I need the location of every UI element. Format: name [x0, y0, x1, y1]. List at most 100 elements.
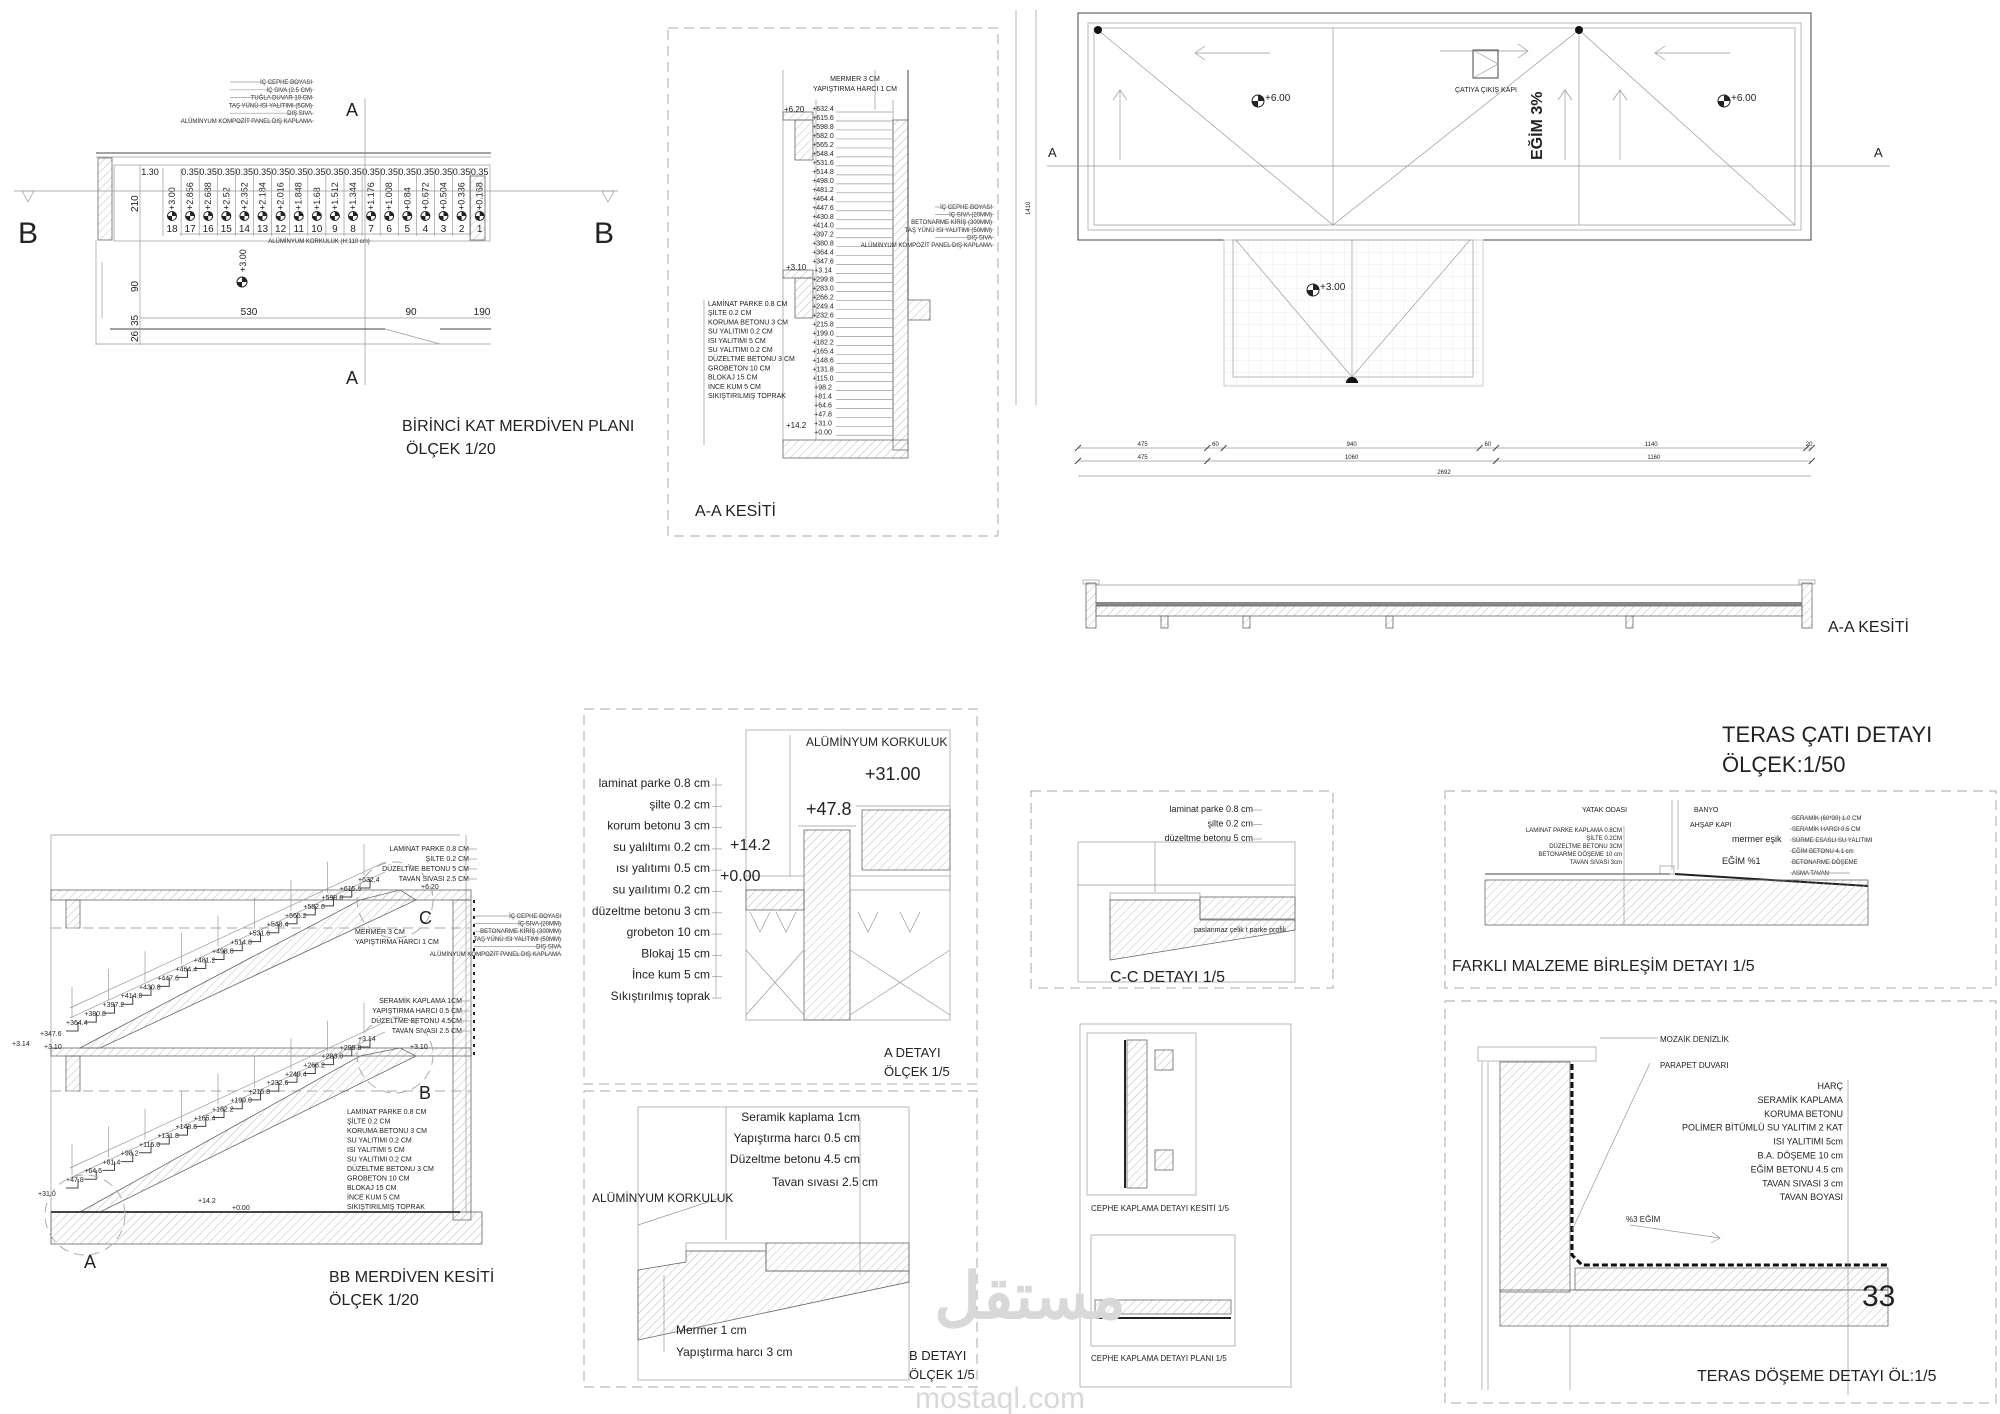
stair-elevation: +582.0	[812, 133, 834, 140]
railing-label: ALÜMİNYUM KORKULUK	[592, 1191, 733, 1205]
step-number: 13	[257, 224, 269, 235]
step-level: +1.848	[294, 182, 304, 210]
dimension-35: 35	[130, 314, 141, 326]
stair-step	[139, 986, 152, 996]
step-number: 9	[332, 224, 338, 235]
wall-layer: İÇ CEPHE BOYASI	[940, 204, 992, 211]
watermark-latin: mostaql.com	[915, 1382, 1085, 1414]
stair-elevation: +430.8	[812, 214, 834, 221]
layer-label: SERAMİK (60*30) 1.0 CM	[1792, 815, 1861, 822]
floor-layer: KORUMA BETONU 3 CM	[708, 319, 788, 326]
upper-slab-hatch	[50, 889, 472, 901]
floor-layer: SU YALITIMI 0.2 CM	[347, 1157, 412, 1164]
profile-label: paslanmaz çelik t parke profili	[1194, 927, 1286, 934]
layer-label: SERAMİK KAPLAMA	[1757, 1095, 1843, 1105]
tread-dimension: 0.35	[236, 167, 254, 177]
step-level: +182.2	[212, 1107, 234, 1114]
step-level: +249.4	[285, 1071, 307, 1078]
section-mark-a-left: A	[1048, 145, 1057, 160]
tread-dimension: 0.35	[398, 167, 416, 177]
stair-hatch	[1109, 899, 1296, 961]
layer-label: BETONARME DÖŞEME	[1792, 859, 1858, 866]
floor-layer: SIKIŞTIRILMIŞ TOPRAK	[708, 393, 786, 400]
coping-label: MOZAİK DENİZLİK	[1660, 1035, 1730, 1044]
floor-layers	[849, 875, 951, 891]
roof-exit-door-icon	[1472, 49, 1499, 79]
tread-dimension: 0.35	[290, 167, 308, 177]
stair-step	[84, 1170, 97, 1180]
wall-hatch	[97, 157, 113, 241]
dimension-value: 1060	[1345, 455, 1359, 461]
stair-step	[248, 1090, 261, 1101]
stair-elevations: +632.4+615.6+598.8+582.0+565.2+548.4+531…	[812, 106, 893, 436]
layer-label: Sıkıştırılmış toprak	[611, 989, 711, 1003]
layer-label: Düzeltme betonu 4.5 cm	[730, 1152, 860, 1166]
stair-step	[193, 1117, 207, 1127]
tread-dimension: 0.35	[453, 167, 471, 177]
wall-layer: DIŞ SIVA	[967, 235, 992, 241]
slab-hatch	[907, 299, 931, 321]
roof-slab-hatch	[1095, 605, 1803, 617]
wall-layer: DIŞ SIVA	[536, 944, 561, 950]
stair-step	[102, 1004, 115, 1014]
layer-label: POLİMER BİTÜMLÜ SU YALITIM 2 KAT	[1682, 1123, 1844, 1133]
step-level: +165.4	[194, 1115, 216, 1122]
stair-step	[120, 995, 134, 1005]
stair-elevation: +632.4	[812, 106, 834, 113]
room-right: BANYO	[1694, 807, 1719, 814]
layer-label: laminat parke 0.8 cm	[599, 776, 710, 790]
detail-callout-circle	[44, 1174, 126, 1256]
stair-elevation: +31.0	[814, 420, 832, 427]
mid-layer: YAPIŞTIRMA HARCI 0.5 CM	[372, 1008, 462, 1015]
dimension-value: 940	[1347, 442, 1358, 448]
railing-label: ALÜMİNYUM KORKULUK (H:110 cm)	[268, 238, 370, 245]
dimension-tick	[1220, 444, 1228, 452]
marker-fill	[439, 211, 448, 221]
slope-arrow-icons	[1112, 43, 1730, 160]
finish-layer: MERMER 3 CM	[355, 929, 405, 936]
layer-label: KORUMA BETONU	[1764, 1109, 1843, 1119]
layer-label: ısı yalıtımı 0.5 cm	[616, 861, 710, 875]
wall-layer: İÇ CEPHE BOYASI	[509, 913, 561, 920]
parapet-hatch	[1085, 582, 1097, 629]
material-detail-title: FARKLI MALZEME BİRLEŞİM DETAYI 1/5	[1452, 956, 1755, 975]
level-mid-left-2: +3.14	[12, 1041, 30, 1048]
terrace-roof-scale: ÖLÇEK:1/50	[1722, 752, 1846, 777]
beam-hatch	[1160, 615, 1169, 629]
step-level: +615.6	[340, 886, 362, 893]
step-level: +148.6	[176, 1124, 198, 1131]
stair-elevation: +0.00	[814, 429, 832, 436]
tread-dimension: 0.35	[380, 167, 398, 177]
dimension-26: 26	[130, 330, 141, 342]
level-marker-icon	[221, 211, 232, 221]
step-level: +598.8	[322, 895, 344, 902]
plan-title: BİRİNCİ KAT MERDİVEN PLANI	[402, 416, 634, 435]
level-marker-icon	[203, 211, 214, 221]
stair-elevation: +464.4	[812, 196, 834, 203]
stair-elevation: +447.6	[812, 205, 834, 212]
roof-exit-door-label: ÇATIYA ÇIKIŞ KAPI	[1455, 87, 1517, 94]
step-level: +2.688	[203, 182, 213, 210]
tread-dimension: 0.35	[417, 167, 435, 177]
dimension-tick	[1203, 457, 1211, 465]
stair-elevation: +3.14	[814, 268, 832, 275]
stair-elevation: +414.0	[812, 223, 834, 230]
beam-hatch	[794, 277, 814, 319]
step-level: +1.68	[312, 187, 322, 210]
layer-label: EĞİM BETONU 4.5 cm	[1751, 1164, 1843, 1174]
landing-dimension: 1.30	[141, 167, 159, 177]
soil-hatch	[849, 949, 951, 1016]
floor-layer: SU YALITIMI 0.2 CM	[708, 329, 773, 336]
facade-plan-caption: CEPHE KAPLAMA DETAYI PLANI 1/5	[1091, 1354, 1227, 1363]
facade-section-frame	[1086, 1032, 1197, 1196]
level-47-8: +47.8	[806, 799, 852, 819]
plan-scale: ÖLÇEK 1/20	[406, 440, 496, 458]
stair-elevation: +531.6	[812, 160, 834, 167]
room-left: YATAK ODASI	[1582, 807, 1627, 814]
